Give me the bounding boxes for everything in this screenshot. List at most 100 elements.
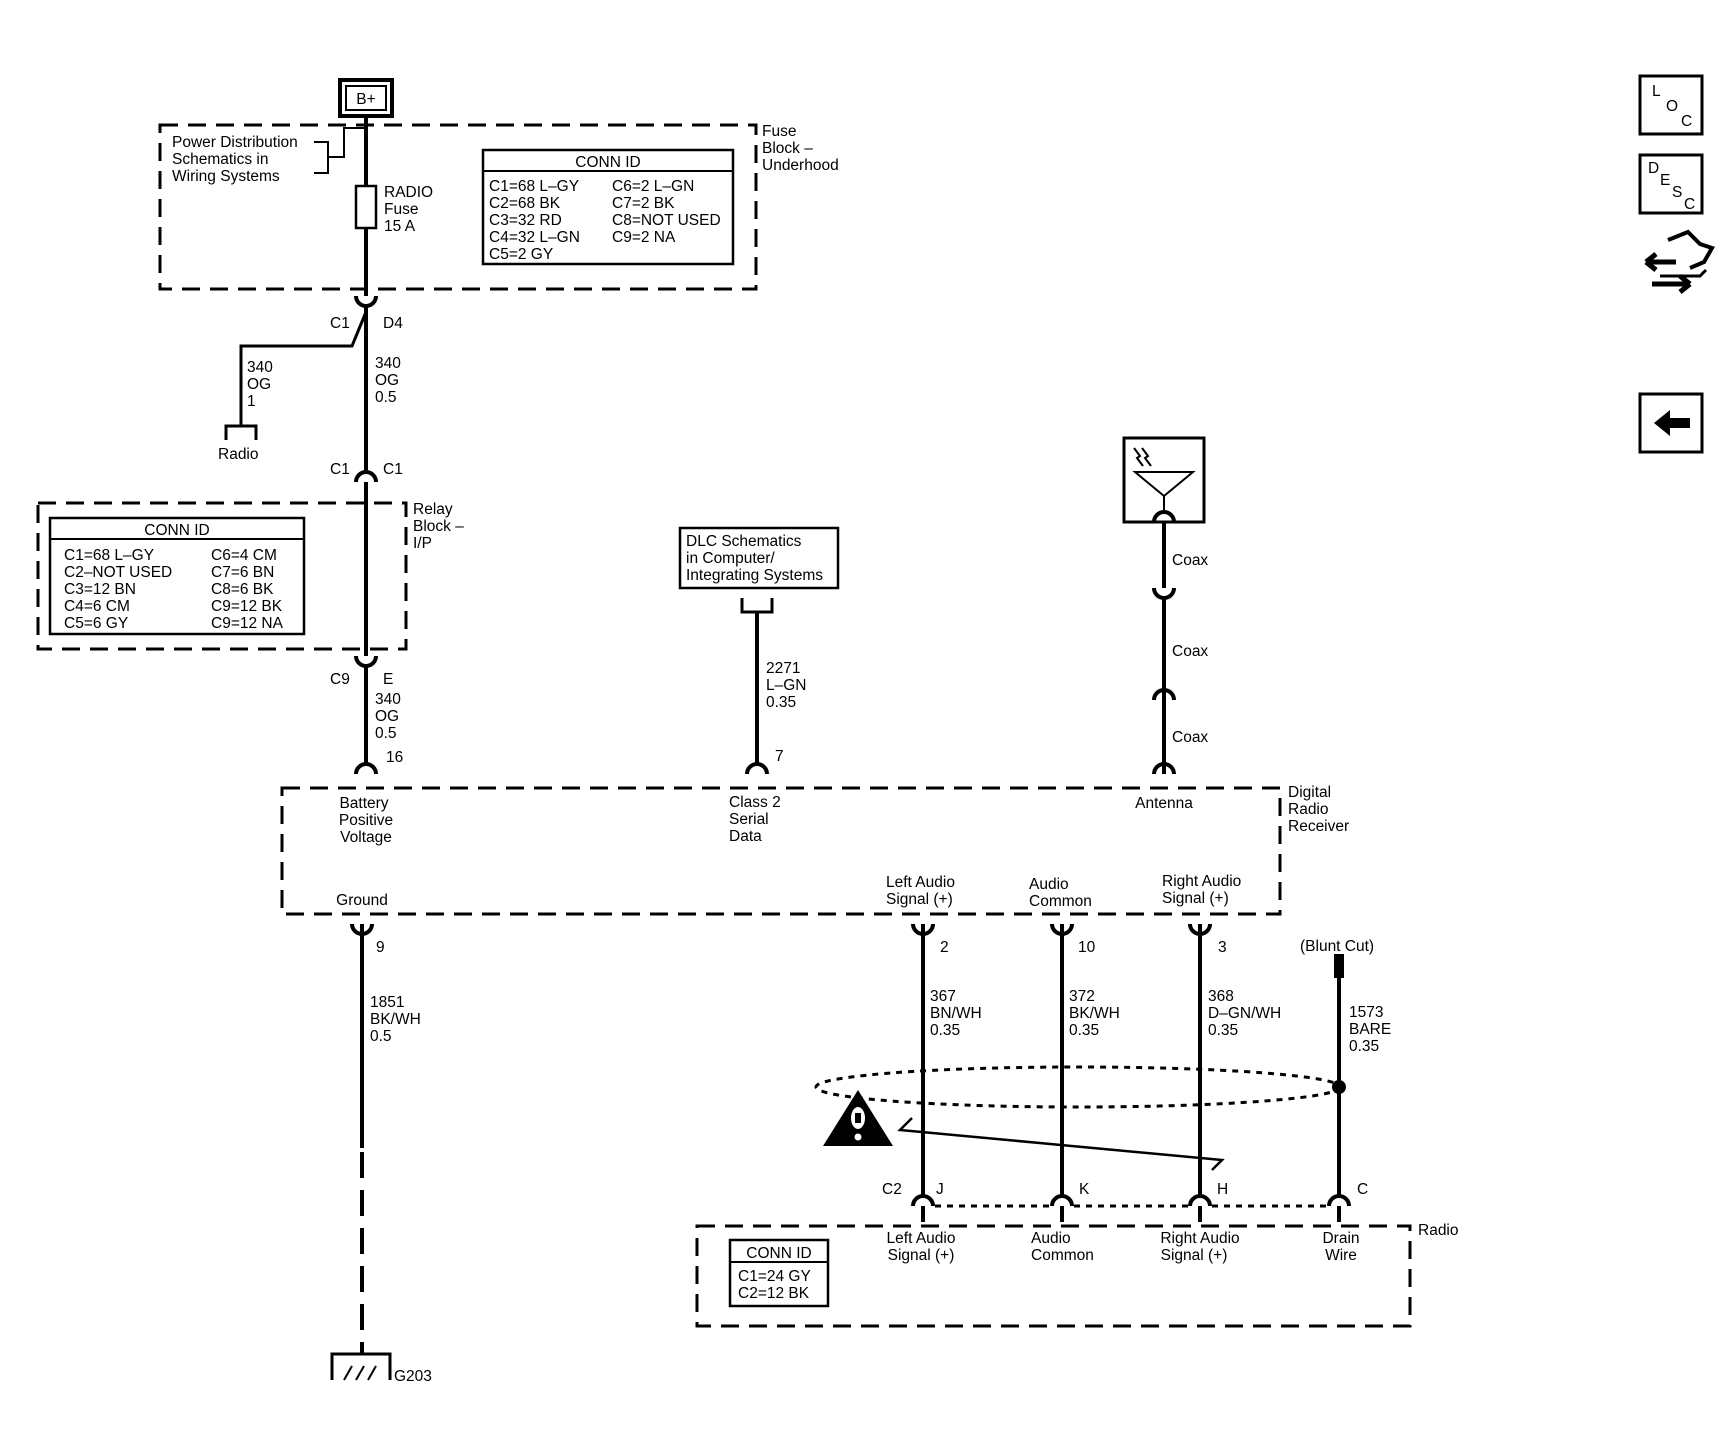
fuse-label-3: 15 A <box>384 218 416 235</box>
common-wire-circuit: 372 <box>1069 988 1095 1005</box>
radio-conn-id-table: CONN ID C1=24 GY C2=12 BK <box>728 1238 830 1308</box>
connector-hand-icon[interactable] <box>1644 229 1715 294</box>
dlc-schematics-reference[interactable]: DLC Schematics in Computer/ Integrating … <box>678 526 840 614</box>
dlc-wire-size: 0.35 <box>766 694 796 711</box>
radio-connector-c2: C2 J K H C <box>882 1181 1368 1222</box>
common-pin: 10 <box>1078 939 1096 956</box>
branch-wire-color: OG <box>247 376 271 393</box>
power-dist-line-3: Wiring Systems <box>172 168 280 185</box>
right-pin: 3 <box>1218 939 1227 956</box>
desc-letter-d: D <box>1648 160 1659 177</box>
common-wire-size: 0.35 <box>1069 1022 1099 1039</box>
main-top-circuit: 340 <box>375 355 401 372</box>
back-arrow-button[interactable] <box>1638 392 1704 454</box>
coax-label-3: Coax <box>1172 729 1208 746</box>
right-wire-color: D–GN/WH <box>1208 1005 1281 1022</box>
relay-block-ip: Relay Block – I/P CONN ID C1=68 L–GY C2–… <box>36 501 464 651</box>
battery-pin: 16 <box>386 749 403 766</box>
relay-block-label-2: Block – <box>413 518 464 535</box>
common-wire-color: BK/WH <box>1069 1005 1120 1022</box>
blunt-cut-end <box>1334 954 1344 978</box>
fuse-conn-c8: C8=NOT USED <box>612 212 721 229</box>
ground-wire-color: BK/WH <box>370 1011 421 1028</box>
radio-drain-1: Drain <box>1322 1230 1359 1247</box>
main-supply-wire: C1 D4 340 OG 1 Radio 340 OG 0.5 C1 C1 C9… <box>218 116 403 775</box>
dlc-wire-color: L–GN <box>766 677 807 694</box>
ground-wire-size: 0.5 <box>370 1028 392 1045</box>
radio-label: Radio <box>1418 1222 1459 1239</box>
b-plus-label: B+ <box>356 91 375 108</box>
fuse-conn-c4: C4=32 L–GN <box>489 229 580 246</box>
left-wire-circuit: 367 <box>930 988 956 1005</box>
radio-left-audio-1: Left Audio <box>887 1230 956 1247</box>
drain-wire-circuit: 1573 <box>1349 1004 1383 1021</box>
fuse-conn-c9: C9=2 NA <box>612 229 676 246</box>
battery-pin-connector <box>354 762 378 775</box>
blunt-cut-label: (Blunt Cut) <box>1300 938 1374 955</box>
coax-label-1: Coax <box>1172 552 1208 569</box>
relay-conn-c7: C7=6 BN <box>211 564 274 581</box>
ground-terminal: Ground <box>336 892 388 909</box>
main-top-color: OG <box>375 372 399 389</box>
ground-pin: 9 <box>376 939 385 956</box>
fuse-block-conn-id-table: CONN ID C1=68 L–GY C2=68 BK C3=32 RD C4=… <box>481 148 735 266</box>
receiver-label-2: Radio <box>1288 801 1329 818</box>
right-audio-terminal-1: Right Audio <box>1162 873 1241 890</box>
radio-module: Radio Left Audio Signal (+) Audio Common… <box>695 1222 1459 1328</box>
radio-drain-2: Wire <box>1325 1247 1357 1264</box>
ground-circuit: 9 1851 BK/WH 0.5 G203 <box>330 923 432 1385</box>
fuse-label-1: RADIO <box>384 184 433 201</box>
main-bottom-color: OG <box>375 708 399 725</box>
loc-letter-o: O <box>1666 98 1678 115</box>
fuse-block-label-2: Block – <box>762 140 813 157</box>
coax-label-2: Coax <box>1172 643 1208 660</box>
left-wire-color: BN/WH <box>930 1005 982 1022</box>
connector-relay-top <box>354 470 378 483</box>
desc-button[interactable]: D E S C <box>1638 153 1704 215</box>
power-dist-line-2: Schematics in <box>172 151 268 168</box>
fuse-block-underhood: Fuse Block – Underhood Power Distributio… <box>158 123 839 291</box>
relay-conn-c3: C3=12 BN <box>64 581 136 598</box>
left-audio-terminal-2: Signal (+) <box>886 891 953 908</box>
power-distribution-reference[interactable]: Power Distribution Schematics in Wiring … <box>172 127 366 185</box>
dlc-wire-circuit: 2271 <box>766 660 800 677</box>
connector-c1-label: C1 <box>330 315 350 332</box>
relay-block-label-1: Relay <box>413 501 453 518</box>
battery-terminal-2: Positive <box>339 812 393 829</box>
radio-left-audio-2: Signal (+) <box>888 1247 955 1264</box>
fuse-block-label-3: Underhood <box>762 157 839 174</box>
relay-bottom-right: E <box>383 671 393 688</box>
desc-letter-e: E <box>1660 172 1670 189</box>
radio-conn-c2-id: C2=12 BK <box>738 1285 810 1302</box>
relay-conn-id-table: CONN ID C1=68 L–GY C2–NOT USED C3=12 BN … <box>48 516 306 636</box>
main-bottom-size: 0.5 <box>375 725 397 742</box>
drain-wire-color: BARE <box>1349 1021 1391 1038</box>
radio-right-audio-2: Signal (+) <box>1161 1247 1228 1264</box>
left-audio-pin: 2 <box>940 939 949 956</box>
radio-audio-common-1: Audio <box>1031 1230 1071 1247</box>
relay-bottom-left: C9 <box>330 671 350 688</box>
warning-icon[interactable] <box>823 1090 893 1146</box>
relay-conn-c8: C8=6 BK <box>211 581 274 598</box>
radio-right-audio-1: Right Audio <box>1160 1230 1239 1247</box>
dlc-ref-line-1: DLC Schematics <box>686 533 802 550</box>
radio-pin-h: H <box>1217 1181 1228 1198</box>
dlc-ref-line-3: Integrating Systems <box>686 567 823 584</box>
class2-terminal-2: Serial <box>729 811 769 828</box>
digital-radio-receiver: Digital Radio Receiver Battery Positive … <box>280 784 1349 916</box>
relay-conn-c6: C6=4 CM <box>211 547 277 564</box>
loc-button[interactable]: L O C <box>1638 74 1704 136</box>
branch-wire-circuit: 340 <box>247 359 273 376</box>
relay-conn-c1: C1=68 L–GY <box>64 547 154 564</box>
audio-common-terminal-2: Common <box>1029 893 1092 910</box>
desc-letter-s: S <box>1672 184 1682 201</box>
branch-wire-size: 1 <box>247 393 256 410</box>
battery-terminal-3: Voltage <box>340 829 392 846</box>
radio-branch-wire <box>239 311 368 426</box>
ground-wire-circuit: 1851 <box>370 994 404 1011</box>
relay-conn-c9b: C9=12 NA <box>211 615 284 632</box>
right-wire-size: 0.35 <box>1208 1022 1238 1039</box>
connector-d4-label: D4 <box>383 315 403 332</box>
right-wire-circuit: 368 <box>1208 988 1234 1005</box>
audio-wires: 2 367 BN/WH 0.35 10 372 BK/WH 0.35 3 368… <box>911 923 1391 1196</box>
